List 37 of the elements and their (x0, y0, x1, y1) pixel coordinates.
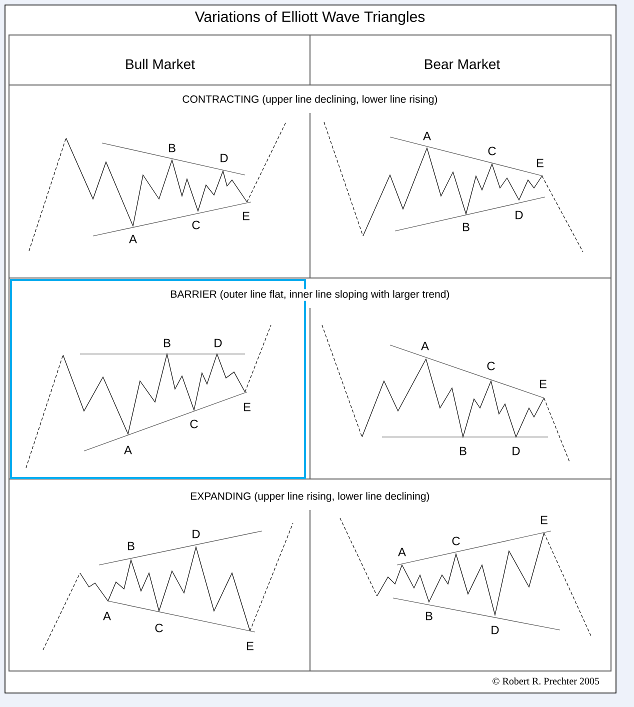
wave-point-label: A (421, 342, 429, 350)
section-heading: EXPANDING (upper line rising, lower line declining) (189, 491, 431, 503)
wave-point-label: D (512, 446, 520, 456)
wave-point-label: D (220, 154, 228, 162)
wave-point-label: D (492, 626, 499, 634)
wave-point-label: A (129, 234, 137, 244)
wave-point-label: E (244, 402, 250, 412)
wave-point-label: B (164, 338, 170, 348)
wave-point-label: C (192, 220, 200, 230)
wave-point-label: D (516, 210, 523, 220)
wave-point-label: C (190, 420, 198, 428)
wave-point-label: A (103, 612, 111, 620)
section-heading: BARRIER (outer line flat, inner line sloping with larger trend) (169, 289, 451, 301)
title: Variations of Elliott Wave Triangles (194, 11, 425, 25)
wave-point-label: E (246, 642, 254, 650)
wave-point-label: E (242, 212, 250, 220)
wave-point-label: C (487, 362, 495, 370)
wave-point-label: E (540, 516, 548, 524)
column-header: Bull Market (126, 58, 195, 70)
copyright-note: © Robert R. Prechter 2005 (492, 677, 600, 685)
wave-point-label: B (462, 222, 470, 232)
wave-point-label: C (452, 536, 460, 546)
section-heading: CONTRACTING (upper line declining, lower line rising) (181, 94, 439, 106)
wave-point-label: E (536, 158, 544, 168)
wave-point-label: A (423, 132, 431, 140)
wave-point-label: C (488, 146, 496, 156)
column-header: Bear Market (425, 58, 500, 70)
wave-point-label: D (214, 338, 222, 348)
wave-point-label: A (398, 548, 406, 556)
wave-point-label: C (155, 624, 163, 632)
wave-point-label: E (540, 380, 546, 388)
wave-point-label: B (168, 144, 176, 152)
wave-point-label: B (426, 612, 432, 620)
wave-point-label: B (128, 542, 134, 550)
wave-point-label: B (460, 446, 466, 456)
wave-point-label: D (192, 530, 200, 538)
wave-point-label: A (124, 446, 132, 454)
